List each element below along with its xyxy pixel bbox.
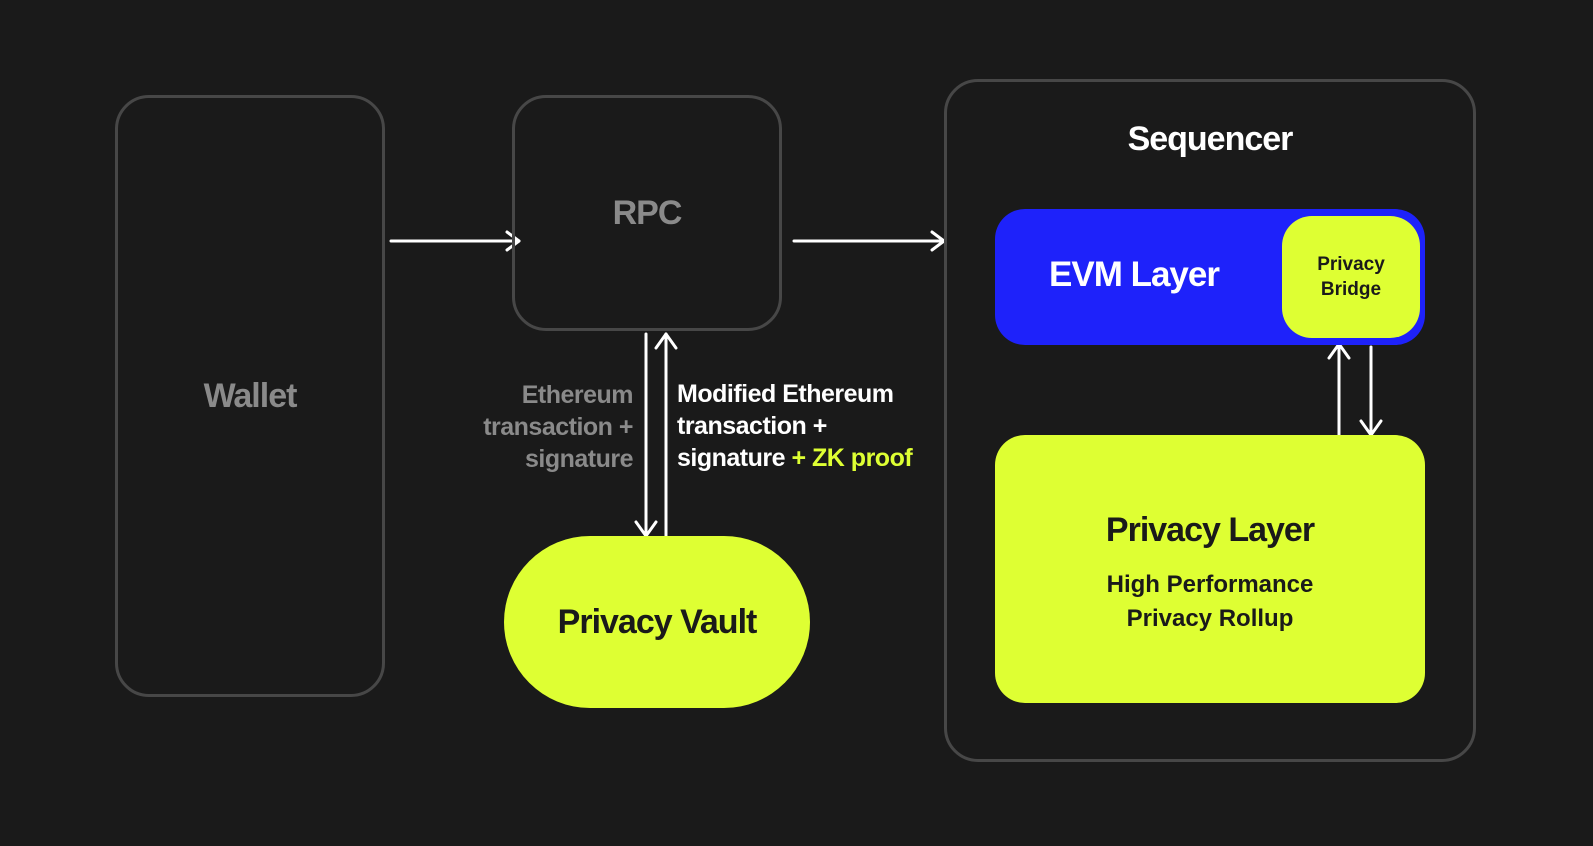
- arrow-rpc-to-vault: [634, 332, 658, 538]
- vault-to-rpc-label-signature: signature: [677, 444, 786, 472]
- evm-layer-label: EVM Layer: [1049, 255, 1220, 294]
- arrow-wallet-to-rpc: [389, 230, 521, 252]
- vault-to-rpc-label: Modified Ethereum transaction + signatur…: [677, 378, 913, 474]
- sequencer-label: Sequencer: [1127, 120, 1294, 158]
- vault-to-rpc-label-line2: transaction +: [677, 412, 827, 440]
- zk-proof-highlight: + ZK proof: [791, 444, 913, 472]
- sequencer-box: Sequencer: [944, 79, 1476, 762]
- rpc-label: RPC: [612, 193, 683, 232]
- rpc-to-vault-label-line1: Ethereum: [521, 381, 634, 409]
- arrow-vault-to-rpc: [654, 332, 678, 538]
- rpc-to-vault-label-line2: transaction +: [483, 413, 633, 441]
- wallet-label: Wallet: [203, 376, 298, 415]
- rpc-box: RPC: [512, 95, 782, 331]
- privacy-layer-box: Privacy Layer High Performance Privacy R…: [995, 435, 1425, 703]
- privacy-vault-box: Privacy Vault: [504, 536, 810, 708]
- privacy-layer-subtitle-line2: Privacy Rollup: [1126, 604, 1294, 632]
- privacy-vault-label: Privacy Vault: [557, 602, 758, 641]
- privacy-bridge-line1: Privacy: [1317, 254, 1385, 275]
- privacy-layer-title: Privacy Layer: [1105, 510, 1315, 549]
- vault-to-rpc-label-line3: signature + ZK proof: [677, 442, 913, 474]
- rpc-to-vault-label: Ethereum transaction + signature: [483, 379, 633, 475]
- privacy-layer-subtitle: High Performance Privacy Rollup: [1107, 568, 1314, 636]
- privacy-bridge-box: Privacy Bridge: [1282, 216, 1420, 338]
- wallet-box: Wallet: [115, 95, 385, 697]
- rpc-to-vault-label-line3: signature: [524, 445, 634, 473]
- privacy-bridge-line2: Bridge: [1320, 279, 1382, 300]
- vault-to-rpc-label-line1: Modified Ethereum: [677, 380, 894, 408]
- privacy-layer-subtitle-line1: High Performance: [1106, 570, 1314, 598]
- arrow-rpc-to-sequencer: [792, 230, 946, 252]
